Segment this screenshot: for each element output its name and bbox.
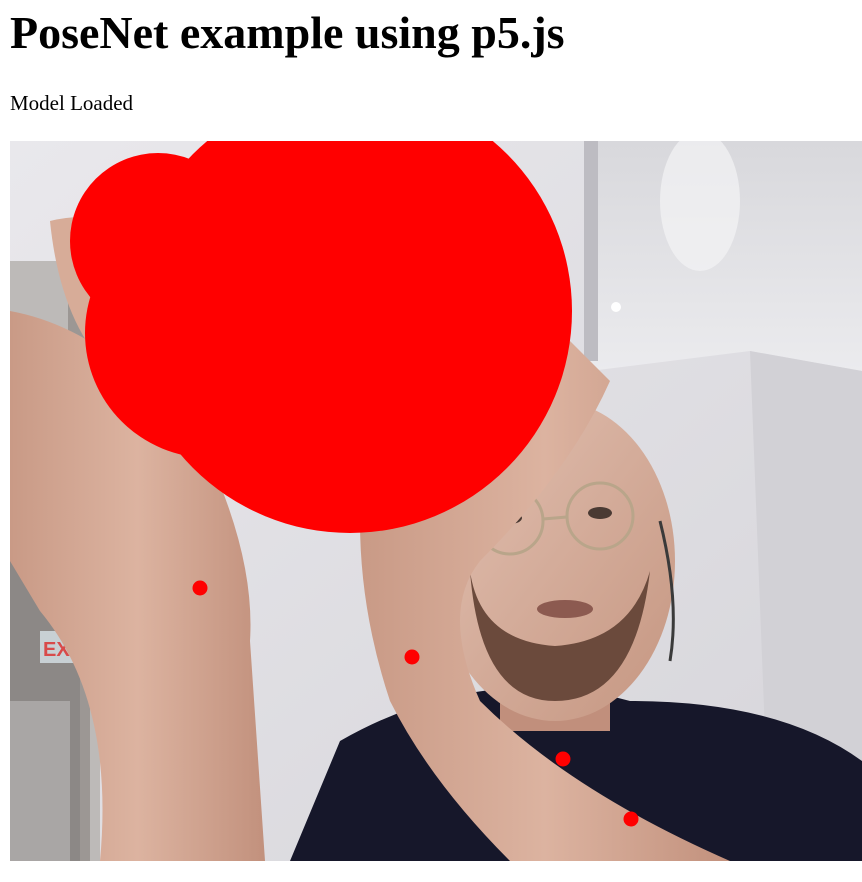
pipe [584, 141, 598, 361]
glasses-right [565, 481, 635, 551]
light-glare [660, 141, 740, 271]
keypoint-1 [404, 649, 420, 665]
ceiling-light [611, 302, 621, 312]
keypoint-3 [623, 811, 639, 827]
earphone-wire [658, 520, 675, 662]
ladder [10, 701, 70, 861]
ceiling-corner [590, 141, 862, 371]
pose-keypoints [192, 580, 639, 827]
eye-right [588, 507, 612, 519]
right-arm [360, 341, 730, 861]
mouth [537, 600, 593, 618]
keypoint-2 [555, 751, 571, 767]
status-text: Model Loaded [10, 91, 134, 115]
pose-blob-2 [128, 141, 572, 533]
beard [470, 571, 650, 701]
pose-blobs [70, 141, 572, 533]
keypoint-0 [192, 580, 208, 596]
webcam-scene: EXIT [10, 141, 862, 861]
left-arm [10, 311, 265, 861]
page-title: PoseNet example using p5.js [10, 7, 565, 58]
posenet-canvas[interactable]: EXIT [10, 141, 862, 861]
